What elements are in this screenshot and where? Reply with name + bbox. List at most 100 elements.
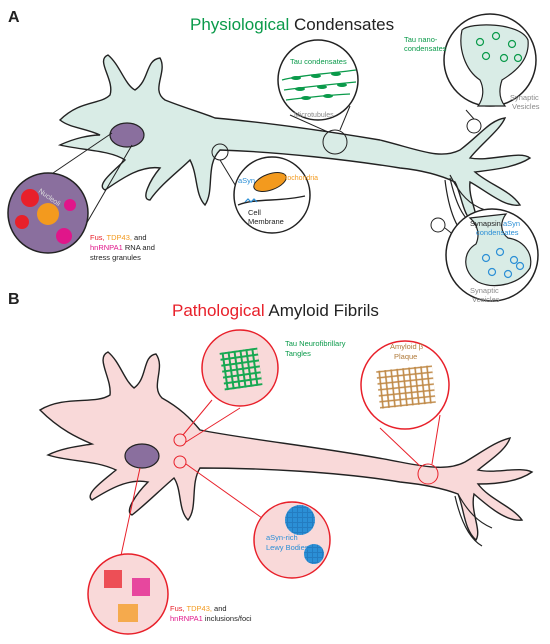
fus-label-b-line2: hnRNPA1 inclusions/foci [170,614,252,623]
fus-label-a-fus: Fus, [90,233,105,242]
panel-b: B Pathological Amyloid Fibrils Tau Neuro… [8,291,534,635]
asyn-label: aSyn [238,176,255,185]
fus-label-a-line1: Fus, TDP43, and [90,233,147,242]
panel-a: A Physiological Condensates Nucleoli Fus… [7,9,540,304]
amyloid-connector [379,427,421,467]
tau-nano-label-2: condensates [404,44,447,53]
panel-a-letter: A [8,9,20,26]
synapsin-zoom-marker [430,217,446,233]
fus-b-fibril-red [104,570,122,588]
synapsin-vesicles [481,247,525,279]
tau-condensates-inset: Tau condensates Microtubules [277,39,359,155]
neuron-a-nucleus [109,122,145,148]
tau-nano-inset: Tau nano- condensates Synaptic Vesicles [404,13,540,134]
lewy-body-small-fibrils [304,544,324,564]
amyloid-label-2: Plaque [394,352,417,361]
synaptic-b-label-1: Synaptic [470,286,499,295]
lewy-zoom-marker [173,455,187,469]
fus-label-b-tdp: TDP43, [185,604,212,613]
neuron-b [38,351,534,547]
amyloid-fibrils [376,365,436,409]
neuron-b-terminals [454,493,493,547]
synapsin-inset: Synapsin/aSyn condensates Synaptic Vesic… [430,208,539,304]
amyloid-zoom-marker [417,463,439,485]
panel-b-title: Pathological Amyloid Fibrils [172,301,379,320]
synaptic-label-2: Vesicles [512,102,540,111]
tau-nft-label-2: Tangles [285,349,311,358]
lewy-body-large-fibrils [285,505,315,535]
panel-b-title-part2: Amyloid Fibrils [265,301,379,320]
fus-label-b-hnrnp: hnRNPA1 [170,614,203,623]
lewy-inset: aSyn-rich Lewy Bodies [173,455,331,579]
fus-b-fibril-orange [118,604,138,622]
tau-nft-label-1: Tau Neurofibrillary [285,339,346,348]
panel-a-title: Physiological Condensates [190,15,394,34]
granule-magenta [64,199,76,211]
lewy-label-2: Lewy Bodies [266,543,309,552]
asyn-membrane-inset: aSyn Mitochondria Cell Membrane [211,143,318,234]
neuron-a [57,54,532,241]
granule-red [21,189,39,207]
fus-label-b-line1: Fus, TDP43, and [170,604,227,613]
fus-label-a-tdp: TDP43, [105,233,132,242]
nucleoli-inset: Nucleoli [7,132,133,254]
panel-b-letter: B [8,291,20,308]
fus-b-connector [119,467,141,561]
tau-zoom-marker [322,129,348,155]
nft-fibrils [219,347,263,391]
lewy-connector [185,463,263,519]
panel-a-title-part1: Physiological [190,15,289,34]
neuron-b-nucleus [124,443,160,469]
fus-label-a-line2: hnRNPA1 RNA and [90,243,155,252]
fus-label-a-rest: RNA and [123,243,155,252]
synaptic-label-1: Synaptic [510,93,539,102]
granule-orange [37,203,59,225]
synapsin-label-1a: Synapsin/ [470,219,504,228]
cell-membrane-label-1: Cell [248,208,261,217]
panel-b-title-part1: Pathological [172,301,265,320]
asyn-circle [233,156,311,234]
amyloid-inset: Amyloid β Plaque [360,340,450,485]
synapsin-terminal [465,213,532,287]
fus-label-a-hnrnp: hnRNPA1 [90,243,123,252]
fus-inclusions-inset: Fus, TDP43, and hnRNPA1 inclusions/foci [87,467,252,635]
fus-label-a-and: and [132,233,147,242]
lewy-label-1: aSyn-rich [266,533,298,542]
nano-vesicles [475,31,523,63]
fus-b-fibril-magenta [132,578,150,596]
nano-zoom-marker [466,118,482,134]
synapsin-label-2: condensates [476,228,519,237]
mitochondrion [253,171,287,193]
tau-nft-inset: Tau Neurofibrillary Tangles [173,329,346,447]
amyloid-label-1: Amyloid β [390,342,424,351]
amyloid-connector-2 [431,414,441,465]
asyn-squiggle [244,198,258,203]
granule-magenta [56,228,72,244]
fus-label-b-rest: inclusions/foci [203,614,252,623]
nano-connector [465,109,475,120]
tau-circle [277,39,359,121]
nft-connector-2 [185,407,241,443]
tau-droplets [291,72,347,100]
neuron-a-body [57,54,532,227]
cell-membrane-line [237,195,306,206]
fus-label-b-fus: Fus, [170,604,185,613]
tau-connector-2 [339,105,351,131]
fus-label-b-and: and [212,604,227,613]
nft-zoom-marker [173,433,187,447]
tau-connector [289,114,329,133]
tau-nano-label-1: Tau nano- [404,35,438,44]
asyn-connector [219,159,238,189]
synapsin-label-1b: aSyn [503,219,520,228]
synaptic-b-label-2: Vesicles [472,295,500,304]
cell-membrane-label-2: Membrane [248,217,284,226]
granule-red [15,215,29,229]
tau-condensates-label: Tau condensates [290,57,347,66]
panel-a-title-part2: Condensates [289,15,394,34]
microtubules-label: Microtubules [294,112,334,119]
mitochondria-label: Mitochondria [278,175,318,182]
neuron-b-body [38,351,534,542]
fus-label-a-line3: stress granules [90,253,141,262]
